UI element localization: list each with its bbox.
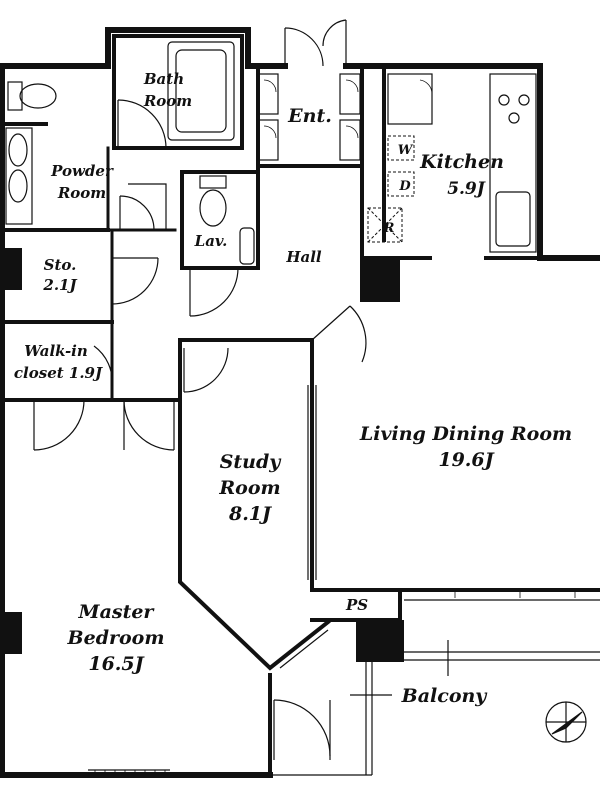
north-arrow-icon [545,701,587,743]
bath-room-label-1: Bath [143,70,184,88]
walkin-closet-label-2: closet 1.9J [14,364,103,382]
dryer-label: D [398,179,411,194]
doors [33,19,367,760]
study-room-label-1: Study [220,451,283,473]
kitchen-size: 5.9J [447,179,486,199]
windows [88,385,317,775]
balcony-area [270,592,600,776]
balcony-label: Balcony [401,685,489,707]
fixtures [5,41,537,265]
master-bedroom-label-1: Master [78,601,156,623]
room-labels: Bath Room Ent. Kitchen 5.9J Powder Room … [14,70,572,707]
powder-room-label-1: Powder [50,162,114,180]
living-dining-size: 19.6J [438,449,495,471]
study-room-label-2: Room [218,477,280,499]
interior-walls [0,34,600,671]
structural-columns [2,248,404,662]
refrigerator-label: R [383,221,395,236]
washer-label: W [398,143,414,158]
storage-label: Sto. [44,256,77,274]
exterior-walls [0,27,600,778]
kitchen-label: Kitchen [419,151,504,173]
lavatory-label: Lav. [194,232,228,250]
powder-room-label-2: Room [57,184,106,202]
study-room-size: 8.1J [228,503,273,525]
bath-room-label-2: Room [143,92,192,110]
entrance-label: Ent. [287,105,332,127]
living-dining-label: Living Dining Room [359,423,572,445]
master-bedroom-label-2: Bedroom [67,627,165,649]
master-bedroom-size: 16.5J [88,653,145,675]
pipe-space-label: PS [345,596,368,614]
walkin-closet-label-1: Walk-in [24,342,88,360]
hall-label: Hall [285,248,322,266]
storage-size: 2.1J [42,276,77,294]
